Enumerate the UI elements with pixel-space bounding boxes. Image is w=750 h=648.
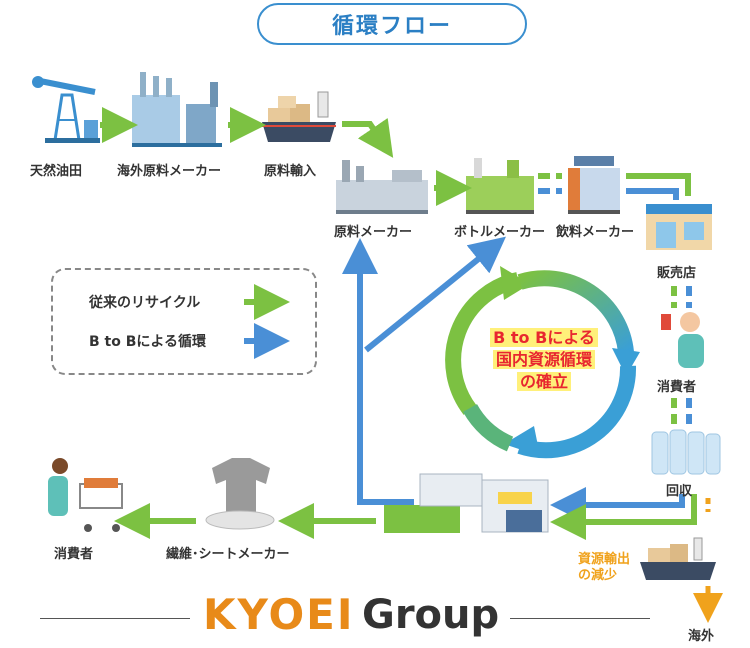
brand-footer: KYOEI Group [0,590,750,640]
kyoei-logo: KYOEI [203,590,355,639]
label-oilfield: 天然油田 [30,164,83,179]
blue-factory-to-material [342,238,414,505]
center-line-3: の確立 [516,372,571,391]
overseas-factory-icon [132,72,222,147]
label-beverage-maker: 飲料メーカー [556,225,635,240]
label-bottle-maker: ボトルメーカー [454,225,546,240]
arrow-import-to-material [342,117,394,158]
tshirt-icon [205,458,275,530]
label-store: 販売店 [657,266,697,281]
label-consumer-left: 消費者 [54,547,94,562]
blue-collection-to-factory [550,487,685,523]
label-collection: 回収 [666,484,693,499]
blue-beverage-to-store [626,188,679,200]
store-icon [646,204,712,250]
label-fiber-maker: 繊維･シートメーカー [166,547,290,562]
consumer-drinking-icon [661,312,704,368]
legend-box: 従来のリサイクル B to Bによる循環 [51,268,317,375]
label-import: 原料輸入 [264,164,317,179]
label-overseas-maker: 海外原料メーカー [117,164,222,179]
legend-conventional: 従来のリサイクル [89,295,201,311]
raw-material-factory-icon [336,160,428,214]
green-collection-to-factory [550,494,697,540]
bottle-factory-icon [466,158,534,214]
label-consumer-right: 消費者 [657,380,697,395]
label-material-maker: 原料メーカー [334,225,413,240]
page-title: 循環フロー [257,3,527,45]
center-line-1: B to Bによる [490,328,598,347]
collected-bottles-icon [651,429,721,475]
center-line-2: 国内資源循環 [492,350,595,369]
cargo-ship-icon [262,91,336,142]
oil-derrick-icon [32,76,100,143]
beverage-factory-icon [568,156,620,214]
export-ship-icon [640,537,716,580]
label-resource-export: 資源輸出 の減少 [578,552,631,583]
brand-divider-left [40,618,190,619]
label-overseas: 海外 [688,629,715,644]
brand-divider-right [510,618,650,619]
shopper-with-cart-icon [48,458,123,532]
center-message: B to Bによる 国内資源循環 の確立 [484,327,604,393]
circular-arrows-icon [445,266,640,459]
legend-btob: B to Bによる循環 [89,334,206,350]
blue-factory-to-bottle [364,236,506,353]
group-label: Group [362,592,500,638]
green-beverage-to-store [626,173,691,196]
kyoei-recycling-factory-icon [384,473,549,533]
